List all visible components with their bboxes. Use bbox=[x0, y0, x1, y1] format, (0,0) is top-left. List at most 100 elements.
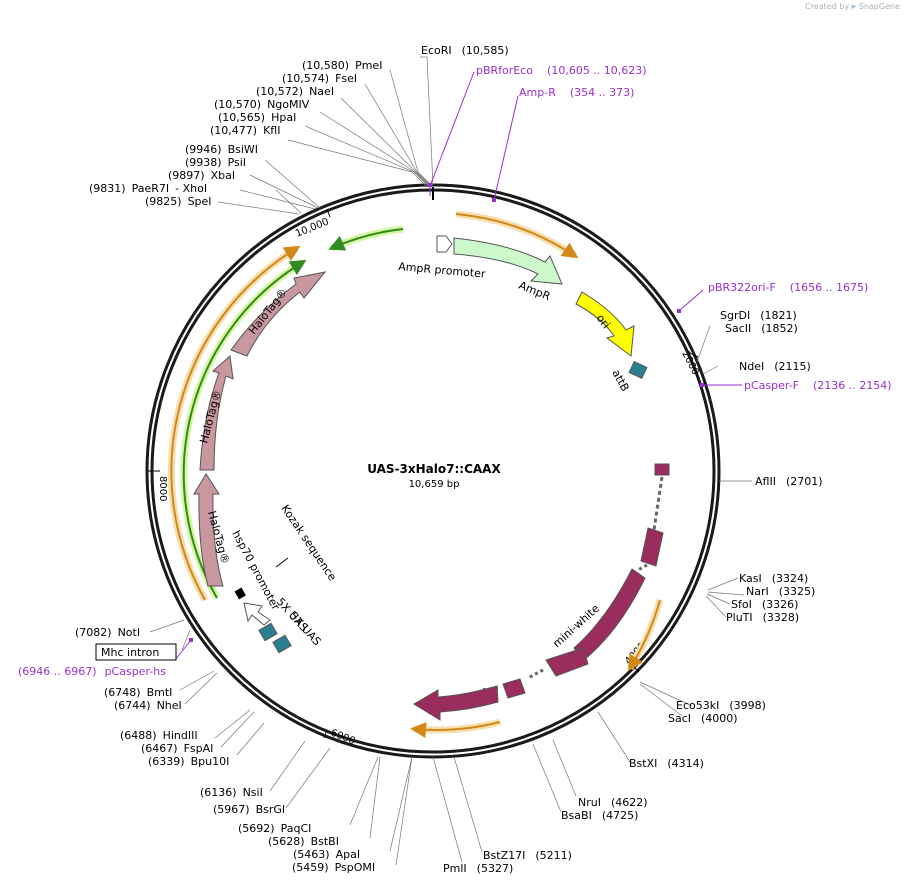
orf-ampr-arc bbox=[455, 213, 579, 259]
tick-10000: 10,000 bbox=[294, 216, 331, 239]
orf-4000-arc bbox=[627, 599, 661, 672]
enzyme-ndei: NdeI(2115) bbox=[739, 360, 811, 373]
enzyme-xbai: (9897)XbaI bbox=[168, 169, 235, 182]
enzyme-aflii: AflII(2701) bbox=[755, 475, 823, 488]
enzyme-bstxi: BstXI(4314) bbox=[629, 757, 704, 770]
mini-white-intron-3 bbox=[527, 668, 544, 680]
mini-white-exon-4 bbox=[545, 647, 589, 677]
enzyme-fsei: (10,574)FseI bbox=[282, 72, 357, 85]
pcasper-f-primer-mark bbox=[700, 383, 704, 387]
mhc-intron-box bbox=[95, 643, 177, 661]
halotag-feature-1 bbox=[193, 473, 224, 587]
halotag-feature-2 bbox=[199, 355, 234, 471]
enzyme-bsiwi: (9946)BsiWI bbox=[185, 143, 258, 156]
enzyme-nari: NarI(3325) bbox=[746, 585, 815, 598]
mini-white-exon-5 bbox=[502, 678, 526, 699]
primer-ampr-r: Amp-R(354 .. 373) bbox=[519, 86, 634, 99]
kozak-label: Kozak sequence bbox=[279, 502, 340, 583]
orf-green-top-arc bbox=[328, 228, 404, 251]
uas-label-2: 5X UAS bbox=[287, 609, 324, 648]
ampr-promoter-label: AmpR promoter bbox=[398, 260, 487, 281]
hsp70-promoter-feature bbox=[243, 602, 271, 626]
primer-pbr322ori-f: pBR322ori-F(1656 .. 1675) bbox=[708, 281, 868, 294]
enzyme-sfoi: SfoI(3326) bbox=[731, 598, 798, 611]
enzyme-hpai: (10,565)HpaI bbox=[218, 111, 296, 124]
enzyme-bsrgi: (5967)BsrGI bbox=[213, 803, 285, 816]
tick-2000-mark bbox=[689, 352, 699, 358]
halotag-label-3: HaloTag® bbox=[246, 286, 290, 337]
watermark-prefix: Created by bbox=[805, 2, 850, 11]
enzyme-ecori: EcoRI(10,585) bbox=[421, 44, 509, 57]
enzyme-pspomi: (5459)PspOMI bbox=[292, 861, 375, 874]
pbr322ori-f-primer-mark bbox=[677, 309, 681, 313]
enzyme-nhei: (6744)NheI bbox=[114, 699, 182, 712]
uas-feature-1 bbox=[258, 622, 278, 642]
enzyme-bpu10i: (6339)Bpu10I bbox=[148, 755, 229, 768]
orf-4000-halo bbox=[627, 599, 664, 670]
mini-white-exon-2 bbox=[640, 527, 664, 567]
halotag-feature-3 bbox=[230, 271, 327, 357]
tick-6000: 6000 bbox=[329, 728, 357, 748]
enzyme-bsabi: BsaBI(4725) bbox=[561, 809, 638, 822]
enzyme-paer7i: (9831)PaeR7I- XhoI bbox=[89, 182, 207, 195]
primer-pcasper-f: pCasper-F(2136 .. 2154) bbox=[744, 379, 892, 392]
mini-white-intron-1 bbox=[652, 476, 664, 531]
enzyme-hindiii: (6488)HindIII bbox=[120, 729, 198, 742]
enzyme-pmli: PmlI(5327) bbox=[443, 862, 513, 875]
enzyme-saci: SacI(4000) bbox=[668, 712, 738, 725]
enzyme-sgrdi: SgrDI(1821) bbox=[720, 309, 797, 322]
orf-green-top-halo bbox=[330, 225, 404, 252]
ampr-feature bbox=[453, 237, 563, 285]
enzyme-kfli: (10,477)KflI bbox=[210, 124, 280, 137]
enzyme-apai: (5463)ApaI bbox=[293, 848, 360, 861]
orf-halo-main-arc bbox=[170, 245, 301, 601]
enzyme-paqci: (5692)PaqCI bbox=[238, 822, 311, 835]
uas-feature-2 bbox=[272, 634, 292, 654]
orf-5000-arc bbox=[410, 721, 501, 739]
enzyme-psii: (9938)PsiI bbox=[185, 156, 246, 169]
tick-10000-mark bbox=[326, 208, 331, 218]
mhc-intron-label: Mhc intron bbox=[101, 646, 159, 659]
hsp70-label: hsp70 promoter bbox=[229, 528, 282, 612]
mini-white-exon-1 bbox=[654, 463, 670, 476]
primer-pbrforeco: pBRforEco(10,605 .. 10,623) bbox=[476, 64, 647, 77]
snapgene-logo-icon: ▸ bbox=[851, 2, 857, 12]
mini-white-intron-2 bbox=[637, 563, 648, 572]
enzyme-pluti: PluTI(3328) bbox=[726, 611, 799, 624]
enzyme-bstz17i: BstZ17I(5211) bbox=[483, 849, 572, 862]
primer-leaders bbox=[174, 71, 742, 661]
kozak-leader bbox=[275, 557, 289, 568]
enzyme-kasi: KasI(3324) bbox=[739, 572, 808, 585]
enzyme-bstbi: (5628)BstBI bbox=[268, 835, 339, 848]
ampr-r-primer-mark bbox=[492, 198, 496, 202]
pbrforeco-primer-mark bbox=[428, 183, 432, 187]
enzyme-pmei: (10,580)PmeI bbox=[302, 59, 382, 72]
plasmid-length: 10,659 bp bbox=[409, 479, 460, 490]
enzyme-ngomiv: (10,570)NgoMIV bbox=[214, 98, 310, 111]
ampr-promoter-feature bbox=[436, 235, 453, 253]
mini-white-exon-6 bbox=[413, 685, 499, 721]
snapgene-watermark: Created by ▸ SnapGene bbox=[805, 2, 900, 12]
enzyme-nrui: NruI(4622) bbox=[578, 796, 648, 809]
orf-green-main-arc bbox=[182, 259, 307, 599]
enzyme-naei: (10,572)NaeI bbox=[256, 85, 334, 98]
attb-label: attB bbox=[609, 367, 631, 393]
enzyme-nsii: (6136)NsiI bbox=[200, 786, 263, 799]
tick-6000-mark bbox=[323, 729, 328, 739]
ori-feature bbox=[575, 291, 635, 357]
pcasper-hs-primer-mark bbox=[189, 638, 193, 642]
tick-8000: 8000 bbox=[157, 476, 168, 501]
enzyme-fspai: (6467)FspAI bbox=[141, 742, 213, 755]
enzyme-spei: (9825)SpeI bbox=[145, 195, 212, 208]
enzyme-bmti: (6748)BmtI bbox=[104, 686, 172, 699]
halotag-label-2: HaloTag® bbox=[197, 389, 224, 445]
enzyme-sacii: SacII(1852) bbox=[725, 322, 798, 335]
primer-pcasper-hs: (6946 .. 6967)pCasper-hs bbox=[18, 665, 166, 678]
enzyme-noti: (7082)NotI bbox=[75, 626, 140, 639]
plasmid-name: UAS-3xHalo7::CAAX bbox=[367, 462, 501, 476]
watermark-brand: SnapGene bbox=[858, 2, 900, 11]
attb-feature bbox=[628, 360, 648, 380]
enzyme-eco53ki: Eco53kI(3998) bbox=[676, 699, 766, 712]
kozak-feature bbox=[234, 587, 246, 600]
